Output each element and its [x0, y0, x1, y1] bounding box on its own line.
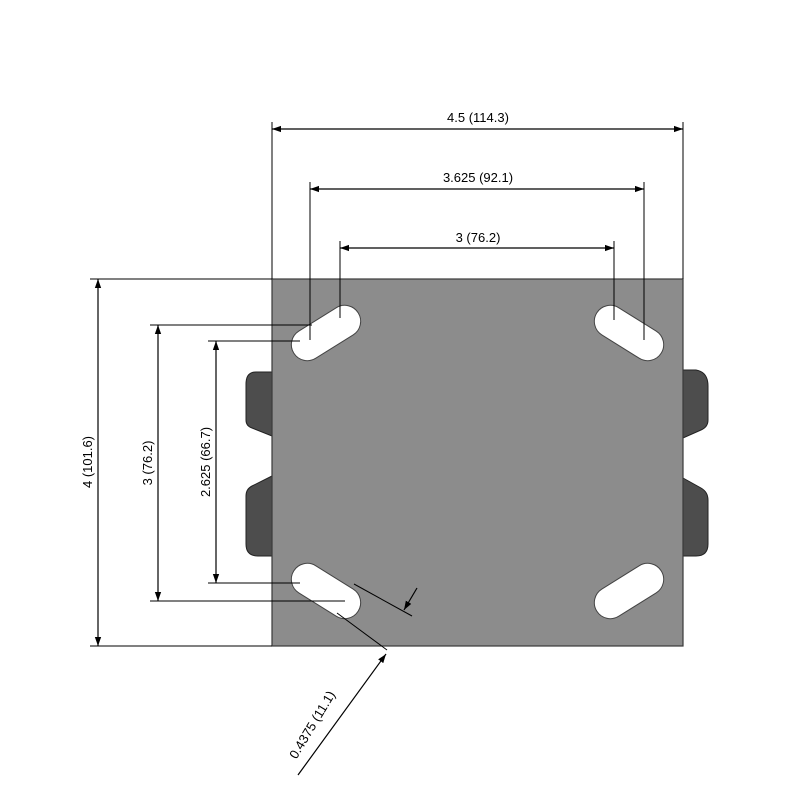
fork-right-upper — [682, 369, 709, 439]
dim-slot-inner-vertical: 2.625 (66.7) — [198, 340, 300, 584]
slot-top-left — [290, 304, 362, 362]
slot-top-right — [593, 304, 665, 362]
dim-overall-width: 4.5 (114.3) — [271, 110, 684, 279]
slot-bottom-left — [290, 562, 362, 620]
dim-slot-width-label: 0.4375 (11.1) — [286, 688, 338, 761]
slot-bottom-right — [593, 562, 665, 620]
fork-left-upper — [245, 371, 273, 437]
dim-slot-inner-width-label: 3 (76.2) — [456, 230, 501, 245]
dim-overall-width-label: 4.5 (114.3) — [447, 110, 509, 125]
dim-slot-inner-width: 3 (76.2) — [339, 230, 615, 320]
mounting-slots — [290, 304, 665, 620]
dim-slot-outer-width: 3.625 (92.1) — [309, 170, 645, 340]
dim-hole-vertical: 3 (76.2) — [140, 324, 345, 602]
dim-hole-vertical-label: 3 (76.2) — [140, 441, 155, 486]
dim-overall-height-label: 4 (101.6) — [80, 436, 95, 488]
fork-left-lower — [245, 475, 273, 557]
fork-right-lower — [682, 477, 709, 557]
dim-slot-outer-width-label: 3.625 (92.1) — [443, 170, 513, 185]
dim-slot-inner-vertical-label: 2.625 (66.7) — [198, 427, 213, 497]
fork-right — [682, 369, 709, 557]
dim-overall-height: 4 (101.6) — [80, 278, 272, 647]
fork-left — [245, 371, 273, 557]
